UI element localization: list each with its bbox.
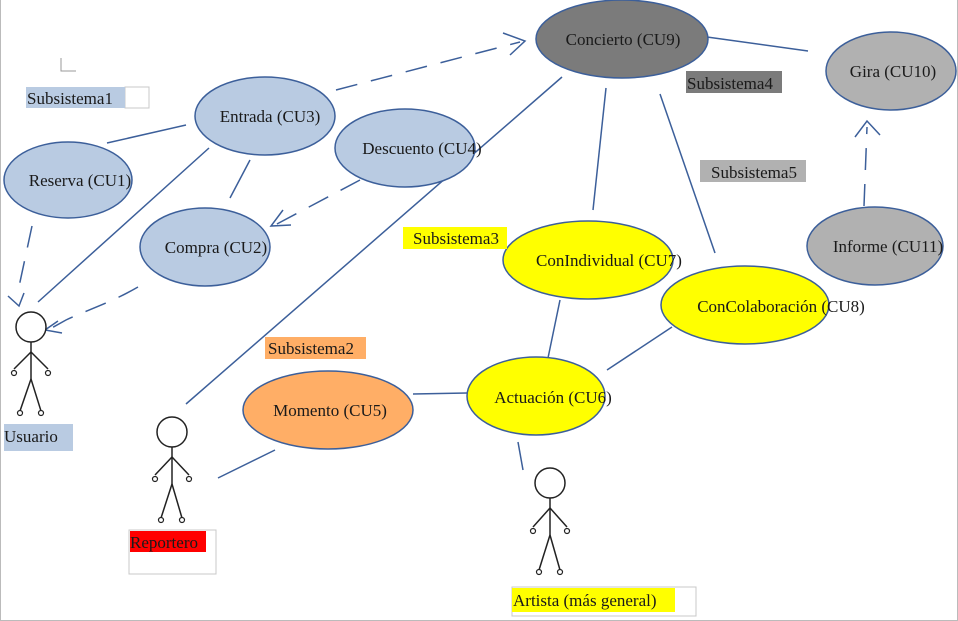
arrowhead-cu2 [269, 209, 292, 227]
use-case-cu2[interactable]: Compra (CU2) [139, 207, 271, 287]
use-case-cu7[interactable]: ConIndividual (CU7) [502, 220, 682, 300]
subsystem-tag-1: Subsistema1 [26, 86, 150, 109]
use-case-label: Actuación (CU6) [494, 388, 612, 407]
subsystem-tag-2: Subsistema2 [265, 337, 366, 359]
subsystem-label: Subsistema2 [268, 339, 354, 358]
use-case-cu3[interactable]: Entrada (CU3) [194, 76, 336, 156]
use-case-label: Gira (CU10) [850, 62, 936, 81]
use-case-label: Entrada (CU3) [220, 107, 321, 126]
dash-cu3-cu9 [335, 41, 521, 91]
subsystem-tag-5: Subsistema5 [700, 160, 806, 182]
actor-head [534, 467, 566, 499]
use-case-label: Descuento (CU4) [362, 139, 481, 158]
arrowhead-cu10 [854, 119, 881, 138]
line-cu7-cu6 [547, 299, 561, 359]
use-case-cu4[interactable]: Descuento (CU4) [334, 108, 482, 188]
actor-head [15, 311, 47, 343]
use-case-cu10[interactable]: Gira (CU10) [825, 31, 957, 111]
actor-usuario[interactable] [10, 311, 52, 417]
associations [37, 36, 809, 479]
arrowhead-usuario-top [7, 292, 25, 308]
line-cu3-cu2 [229, 159, 251, 199]
use-case-label: Momento (CU5) [273, 401, 387, 420]
dash-cu2-usuario [47, 286, 139, 331]
dash-cu1-usuario [16, 225, 33, 297]
use-case-cu11[interactable]: Informe (CU11) [806, 206, 944, 286]
subsystem-label: Subsistema3 [413, 229, 499, 248]
actor-label-artista: Artista (más general) [511, 586, 697, 617]
line-cu9-cu8 [659, 93, 716, 254]
line-reportero-cu5 [217, 449, 276, 479]
actor-name: Reportero [130, 533, 198, 552]
use-case-label: Reserva (CU1) [29, 171, 131, 190]
actor-label-usuario: Usuario [4, 424, 73, 451]
use-case-cu5[interactable]: Momento (CU5) [242, 370, 414, 450]
subsystem-label: Subsistema5 [711, 163, 797, 182]
dash-cu4-cu2 [274, 179, 361, 226]
use-case-label: Concierto (CU9) [566, 30, 681, 49]
actor-head [156, 416, 188, 448]
use-case-cu6[interactable]: Actuación (CU6) [466, 356, 612, 436]
use-case-label: Compra (CU2) [165, 238, 267, 257]
line-cu6-cu8 [606, 326, 673, 371]
subsystem-tag-3: Subsistema3 [403, 227, 507, 249]
use-case-label: ConIndividual (CU7) [536, 251, 682, 270]
line-cu1-cu3 [106, 124, 187, 144]
line-reportero-cu9 [185, 76, 563, 405]
subsystem-label: Subsistema4 [687, 74, 773, 93]
actor-label-reportero: Reportero [128, 529, 217, 575]
actor-artista[interactable] [529, 467, 571, 576]
page-corner-mark [60, 58, 76, 72]
line-cu5-cu6 [412, 392, 468, 395]
use-case-label: Informe (CU11) [833, 237, 943, 256]
use-case-label: ConColaboración (CU8) [697, 297, 865, 316]
actor-reportero[interactable] [151, 416, 193, 524]
use-case-cu1[interactable]: Reserva (CU1) [3, 141, 133, 219]
use-case-cu8[interactable]: ConColaboración (CU8) [660, 265, 865, 345]
subsystem-label: Subsistema1 [27, 89, 113, 108]
line-cu9-cu7 [592, 87, 607, 211]
arrowhead-cu9 [502, 32, 527, 56]
line-cu3-usuario [37, 147, 210, 303]
use-case-cu9[interactable]: Concierto (CU9) [535, 0, 709, 79]
dependencies [7, 32, 881, 334]
line-cu9-cu10 [706, 36, 809, 52]
actor-name: Artista (más general) [513, 591, 657, 610]
actor-name: Usuario [4, 427, 58, 446]
line-cu6-artista [517, 441, 524, 471]
dash-cu11-cu10 [863, 126, 868, 207]
subsystem-tag-4: Subsistema4 [686, 71, 782, 93]
